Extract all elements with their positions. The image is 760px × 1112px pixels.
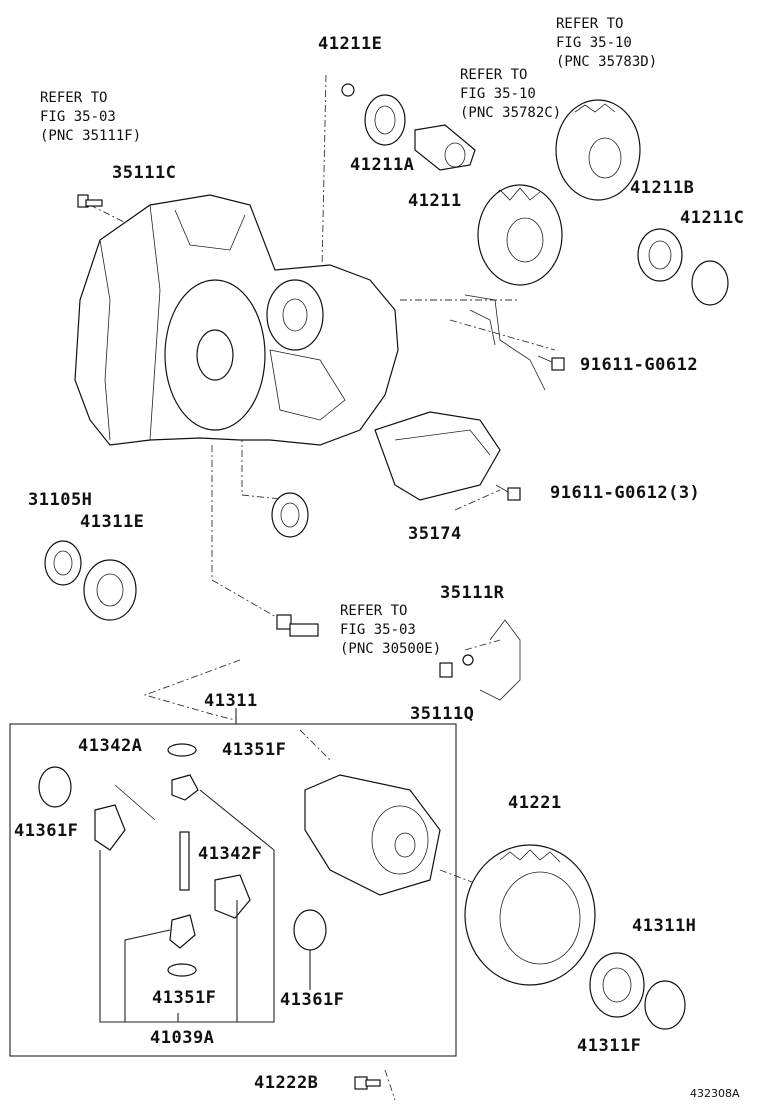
label-31105H: 31105H (28, 490, 93, 510)
label-41211E: 41211E (318, 34, 383, 54)
gear-35782c (477, 184, 563, 286)
ring-41211C (691, 260, 729, 306)
ring-gear-41221 (464, 844, 596, 986)
transaxle-housing (74, 194, 399, 446)
shaft-41211 (414, 124, 476, 171)
label-41211: 41211 (408, 191, 462, 211)
side-gear-right (214, 874, 251, 919)
washer-41361F-right (293, 909, 327, 951)
label-41342F: 41342F (198, 844, 263, 864)
washer-41351F-bottom (167, 963, 197, 977)
label-91611-g0612: 91611-G0612 (580, 355, 699, 375)
bearing-41211B (637, 228, 683, 282)
pinion-gear-top (171, 774, 199, 801)
label-41221: 41221 (508, 793, 562, 813)
label-41342A: 41342A (78, 736, 143, 756)
label-41361F-left: 41361F (14, 821, 79, 841)
bolt-35111C (77, 194, 103, 208)
label-41211A: 41211A (350, 155, 415, 175)
bearing-41211A (364, 94, 406, 146)
label-41211C: 41211C (680, 208, 745, 228)
label-41222B: 41222B (254, 1073, 319, 1093)
bolt-41222B (354, 1076, 381, 1090)
washer-41351F-top (167, 743, 197, 757)
label-41311F: 41311F (577, 1036, 642, 1056)
label-41351F-bottom: 41351F (152, 988, 217, 1008)
ring-41311H (644, 980, 686, 1030)
label-41039A: 41039A (150, 1028, 215, 1048)
side-gear-left (94, 804, 126, 851)
label-41351F-top: 41351F (222, 740, 287, 760)
assembly-lines (89, 74, 556, 1101)
seal-31105H (44, 540, 82, 586)
pinion-gear-bottom (169, 914, 196, 949)
label-35174: 35174 (408, 524, 462, 544)
ref-note-35111F: REFER TO FIG 35-03 (PNC 35111F) (40, 90, 142, 144)
plug-35111Q (439, 662, 453, 678)
differential-kit-box (9, 723, 457, 1057)
oring-35111R (462, 654, 474, 666)
ref-note-35783D: REFER TO FIG 35-10 (PNC 35783D) (556, 16, 658, 70)
shield-35174 (374, 411, 501, 501)
label-35111C: 35111C (112, 163, 177, 183)
label-91611-g0612-3: 91611-G0612(3) (550, 483, 701, 503)
bearing-41311E (83, 559, 137, 621)
kit-bracket-41039A (99, 789, 311, 1023)
ref-note-35782C: REFER TO FIG 35-10 (PNC 35782C) (460, 67, 562, 121)
label-35111R: 35111R (440, 583, 505, 603)
ref-note-30500E: REFER TO FIG 35-03 (PNC 30500E) (340, 603, 442, 657)
washer-41361F-left (38, 766, 72, 808)
gear-35783d (555, 99, 641, 201)
differential-case (304, 774, 441, 896)
label-41361F-right: 41361F (280, 990, 345, 1010)
label-41311E: 41311E (80, 512, 145, 532)
illustration-id: 432308A (690, 1087, 740, 1100)
label-41211B: 41211B (630, 178, 695, 198)
housing-fragment (479, 619, 521, 701)
label-41311H: 41311H (632, 916, 697, 936)
bolt-91611-g0612 (537, 355, 565, 371)
oil-seal (271, 492, 309, 538)
label-41311: 41311 (204, 691, 258, 711)
bearing-41311F (589, 952, 645, 1018)
shaft-41342F (179, 831, 190, 891)
bracket-upper (464, 294, 546, 391)
plug-41211E (341, 83, 355, 97)
bolt-91611-g0612-3 (495, 484, 521, 501)
bolt-30500e (276, 614, 319, 637)
label-35111Q: 35111Q (410, 704, 475, 724)
